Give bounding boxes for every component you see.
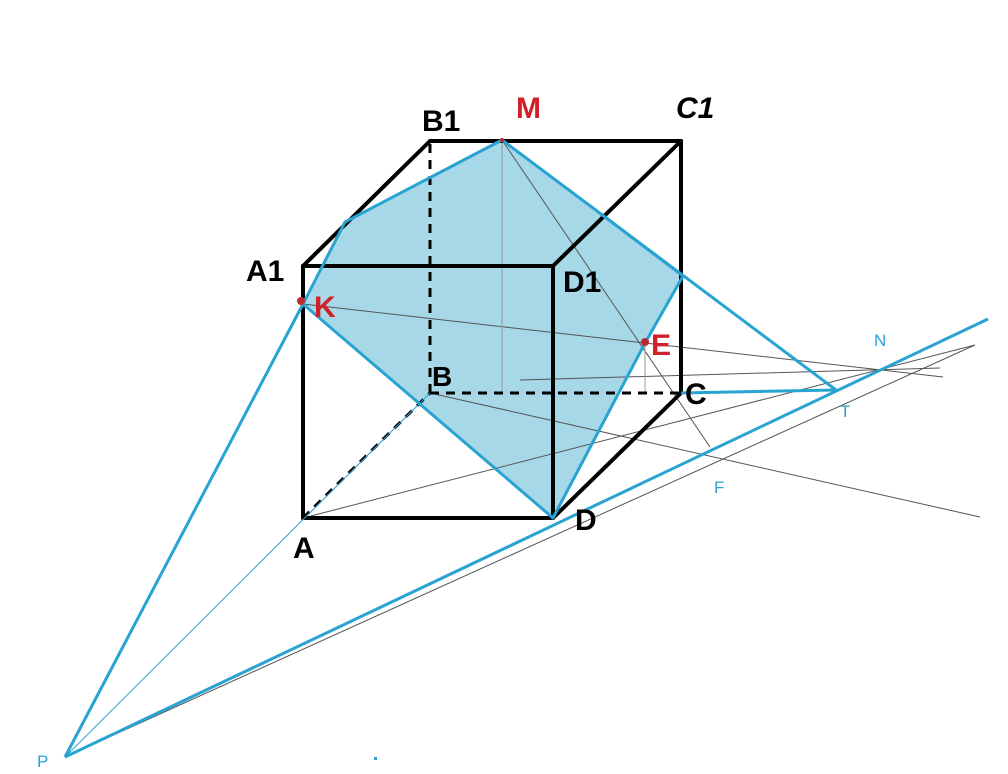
label-c1: C1 bbox=[676, 92, 714, 125]
edge-c-d bbox=[551, 391, 683, 520]
edge-a1-b1 bbox=[301, 139, 432, 268]
label-e: E bbox=[651, 329, 671, 362]
label-k: K bbox=[314, 291, 336, 324]
label-b1: B1 bbox=[422, 105, 460, 138]
line-p-far bbox=[64, 317, 989, 759]
vertex-labels: A B C D A1 B1 C1 D1 bbox=[246, 92, 714, 565]
line-p-to-n bbox=[64, 344, 976, 758]
stray-dot bbox=[374, 757, 377, 760]
label-b: B bbox=[432, 361, 452, 392]
line-c-t bbox=[680, 388, 837, 395]
point-labels: M K E bbox=[314, 92, 671, 362]
edge-d1-c1 bbox=[551, 139, 683, 268]
section-lines bbox=[63, 138, 989, 759]
label-a: A bbox=[293, 532, 315, 565]
point-k-dot bbox=[297, 297, 305, 305]
point-m-dot bbox=[500, 138, 504, 142]
label-a1: A1 bbox=[246, 255, 284, 288]
line-m-t bbox=[600, 212, 837, 392]
line-p-a bbox=[64, 392, 431, 758]
line-k-to-far bbox=[302, 303, 944, 378]
aux-labels: N T F P bbox=[37, 331, 886, 771]
line-p-k bbox=[63, 303, 305, 758]
line-b-to-far bbox=[429, 392, 981, 518]
label-d1: D1 bbox=[563, 266, 601, 299]
label-p: P bbox=[37, 752, 48, 771]
label-m: M bbox=[516, 92, 541, 125]
line-k-to-c-region bbox=[519, 367, 941, 381]
label-f: F bbox=[714, 478, 724, 497]
visible-edges bbox=[301, 139, 683, 520]
point-e-dot bbox=[641, 338, 649, 346]
label-d: D bbox=[575, 504, 597, 537]
label-t: T bbox=[840, 402, 850, 421]
label-n: N bbox=[874, 331, 886, 350]
label-c: C bbox=[685, 378, 707, 411]
